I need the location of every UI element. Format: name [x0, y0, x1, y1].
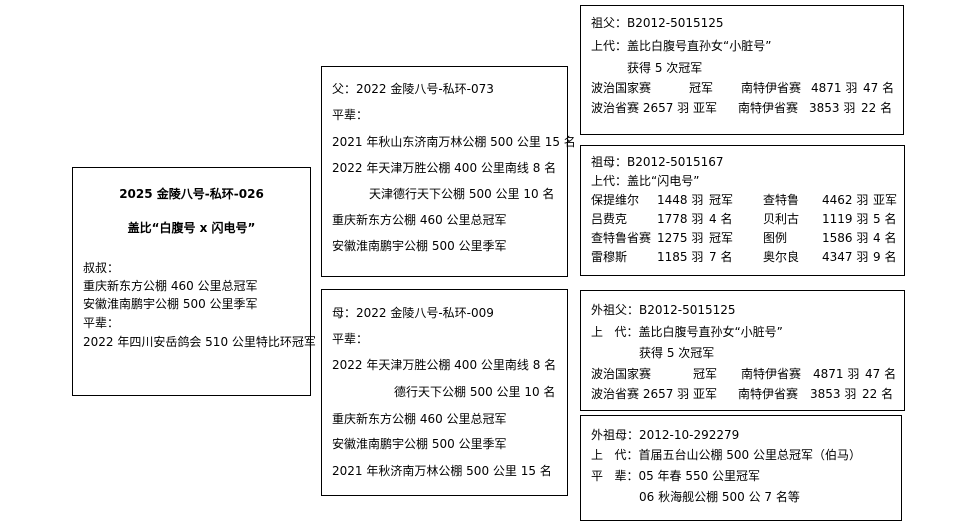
- race-result-cell: 贝利古: [763, 212, 800, 226]
- mother-result: 德行天下公棚 500 公里 10 名: [394, 385, 556, 399]
- mgm-siblings: 平 辈：05 年春 550 公里冠军: [591, 469, 761, 483]
- race-result-cell: 波治省赛 2657 羽 亚军: [591, 387, 717, 401]
- pgf-title: 祖父：B2012-5015125: [591, 16, 724, 30]
- race-result-cell: 波治国家赛: [591, 367, 652, 381]
- race-result-cell: 南特伊省赛: [738, 387, 799, 401]
- mother-title: 母：2022 金陵八号-私环-009: [332, 306, 494, 320]
- father-card: 父：2022 金陵八号-私环-073 平辈： 2021 年秋山东济南万林公棚 5…: [321, 66, 576, 277]
- race-result-cell: 4871 羽: [813, 367, 860, 381]
- race-result-cell: 1275 羽: [657, 231, 704, 245]
- maternal-grandfather-card: 外祖父：B2012-5015125 上 代：盖比白腹号直孙女“小脏号” 获得 5…: [580, 290, 905, 411]
- pgf-ancestry: 上代：盖比白腹号直孙女“小脏号”: [591, 39, 772, 53]
- race-result-cell: 冠军: [693, 367, 718, 381]
- mgf-ancestry: 上 代：盖比白腹号直孙女“小脏号”: [591, 325, 783, 339]
- race-result-cell: 47 名: [863, 81, 895, 95]
- race-result-cell: 保提维尔: [591, 193, 640, 207]
- race-result-cell: 吕费克: [591, 212, 628, 226]
- father-result: 重庆新东方公棚 460 公里总冠军: [332, 213, 507, 227]
- maternal-grandmother-card: 外祖母：2012-10-292279 上 代：首届五台山公棚 500 公里总冠军…: [580, 415, 902, 521]
- race-result-cell: 9 名: [873, 250, 897, 264]
- mgm-ancestry: 上 代：首届五台山公棚 500 公里总冠军（伯马）: [591, 448, 861, 462]
- pgm-ancestry: 上代：盖比“闪电号”: [591, 174, 700, 188]
- race-result-cell: 4 名: [709, 212, 733, 226]
- race-result-cell: 南特伊省赛: [738, 101, 799, 115]
- sibling-result: 2022 年四川安岳鸽会 510 公里特比环冠军: [83, 335, 316, 349]
- race-result-cell: 1185 羽: [657, 250, 704, 264]
- race-result-cell: 冠军: [709, 231, 734, 245]
- paternal-grandfather-card: 祖父：B2012-5015125 上代：盖比白腹号直孙女“小脏号” 获得 5 次…: [580, 5, 904, 135]
- mgf-ancestry-note: 获得 5 次冠军: [639, 346, 715, 360]
- uncle-result: 重庆新东方公棚 460 公里总冠军: [83, 279, 258, 293]
- race-result-cell: 波治国家赛: [591, 81, 652, 95]
- race-result-cell: 1586 羽: [822, 231, 869, 245]
- father-result: 安徽淮南鹏宇公棚 500 公里季军: [332, 239, 507, 253]
- race-result-cell: 南特伊省赛: [741, 81, 802, 95]
- mother-sibling-label: 平辈：: [332, 332, 369, 346]
- race-result-cell: 4 名: [873, 231, 897, 245]
- father-result: 2021 年秋山东济南万林公棚 500 公里 15 名: [332, 135, 576, 149]
- pgf-ancestry-note: 获得 5 次冠军: [627, 61, 703, 75]
- race-result-cell: 雷穆斯: [591, 250, 628, 264]
- race-result-cell: 47 名: [865, 367, 897, 381]
- pgm-title: 祖母：B2012-5015167: [591, 155, 724, 169]
- mother-card: 母：2022 金陵八号-私环-009 平辈： 2022 年天津万胜公棚 400 …: [321, 289, 568, 496]
- race-result-cell: 波治省赛 2657 羽 亚军: [591, 101, 717, 115]
- race-result-cell: 奥尔良: [763, 250, 800, 264]
- mother-result: 重庆新东方公棚 460 公里总冠军: [332, 412, 507, 426]
- race-result-cell: 亚军: [873, 193, 898, 207]
- subject-lineage: 盖比“白腹号 x 闪电号”: [127, 221, 256, 235]
- uncle-label: 叔叔：: [83, 261, 120, 275]
- race-result-cell: 3853 羽: [810, 387, 857, 401]
- race-result-cell: 3853 羽: [809, 101, 856, 115]
- uncle-result: 安徽淮南鹏宇公棚 500 公里季军: [83, 297, 258, 311]
- race-result-cell: 4462 羽: [822, 193, 869, 207]
- race-result-cell: 22 名: [861, 101, 893, 115]
- race-result-cell: 7 名: [709, 250, 733, 264]
- race-result-cell: 22 名: [862, 387, 894, 401]
- sibling-label: 平辈：: [83, 316, 120, 330]
- subject-ring: 2025 金陵八号-私环-026: [119, 187, 264, 201]
- subject-card: 2025 金陵八号-私环-026 盖比“白腹号 x 闪电号” 叔叔： 重庆新东方…: [72, 167, 316, 396]
- race-result-cell: 4871 羽: [811, 81, 858, 95]
- race-result-cell: 查特鲁: [763, 193, 800, 207]
- race-result-cell: 1448 羽: [657, 193, 704, 207]
- race-result-cell: 4347 羽: [822, 250, 869, 264]
- father-title: 父：2022 金陵八号-私环-073: [332, 82, 494, 96]
- father-result: 2022 年天津万胜公棚 400 公里南线 8 名: [332, 161, 557, 175]
- race-result-cell: 查特鲁省赛: [591, 231, 652, 245]
- mother-result: 2022 年天津万胜公棚 400 公里南线 8 名: [332, 358, 557, 372]
- race-result-cell: 南特伊省赛: [741, 367, 802, 381]
- race-result-cell: 冠军: [689, 81, 714, 95]
- race-result-cell: 冠军: [709, 193, 734, 207]
- mother-result: 安徽淮南鹏宇公棚 500 公里季军: [332, 437, 507, 451]
- race-result-cell: 1119 羽: [822, 212, 869, 226]
- mgm-title: 外祖母：2012-10-292279: [591, 428, 740, 442]
- mgf-title: 外祖父：B2012-5015125: [591, 303, 736, 317]
- father-sibling-label: 平辈：: [332, 108, 369, 122]
- mother-result: 2021 年秋济南万林公棚 500 公里 15 名: [332, 464, 552, 478]
- father-result: 天津德行天下公棚 500 公里 10 名: [369, 187, 555, 201]
- race-result-cell: 图例: [763, 231, 788, 245]
- race-result-cell: 5 名: [873, 212, 897, 226]
- mgm-siblings-more: 06 秋海舰公棚 500 公 7 名等: [639, 490, 800, 504]
- race-result-cell: 1778 羽: [657, 212, 704, 226]
